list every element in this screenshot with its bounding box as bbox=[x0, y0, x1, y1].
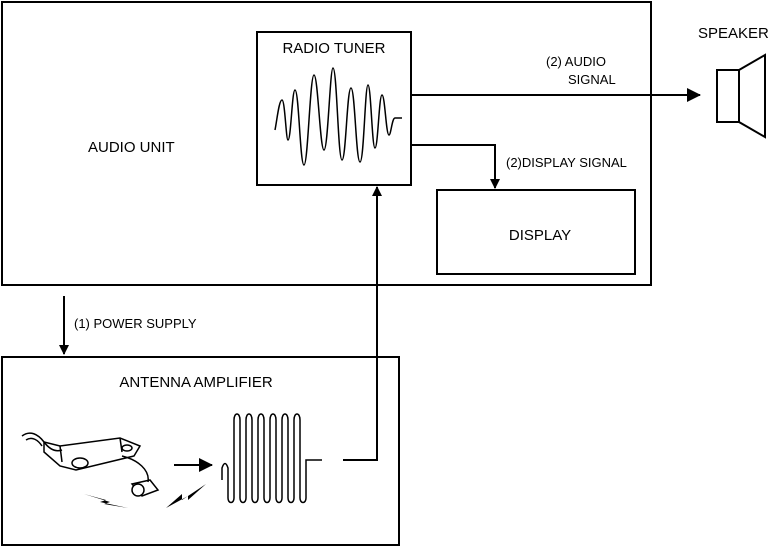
audio-signal-label-line2: SIGNAL bbox=[568, 72, 616, 87]
display-label: DISPLAY bbox=[509, 227, 571, 244]
radio-tuner-label: RADIO TUNER bbox=[282, 40, 385, 57]
audio-unit-label: AUDIO UNIT bbox=[88, 139, 175, 156]
power-supply-label: (1) POWER SUPPLY bbox=[74, 316, 197, 331]
antenna-amplifier-label: ANTENNA AMPLIFIER bbox=[119, 374, 273, 391]
audio-signal-label-line1: (2) AUDIO bbox=[546, 54, 606, 69]
antenna-signal-line bbox=[343, 186, 382, 461]
signal-bolt-right-icon bbox=[166, 484, 206, 508]
display-signal-label: (2)DISPLAY SIGNAL bbox=[506, 155, 627, 170]
speaker-icon bbox=[716, 53, 766, 139]
signal-bolt-left-icon bbox=[84, 494, 128, 508]
amplified-waveform-icon bbox=[221, 413, 322, 504]
antenna-amplifier-box bbox=[1, 356, 400, 546]
display-signal-line bbox=[411, 144, 500, 189]
antenna-module-icon bbox=[21, 432, 160, 497]
tuner-waveform-icon bbox=[274, 67, 402, 166]
speaker-label: SPEAKER bbox=[698, 25, 769, 42]
display-box bbox=[436, 189, 636, 275]
